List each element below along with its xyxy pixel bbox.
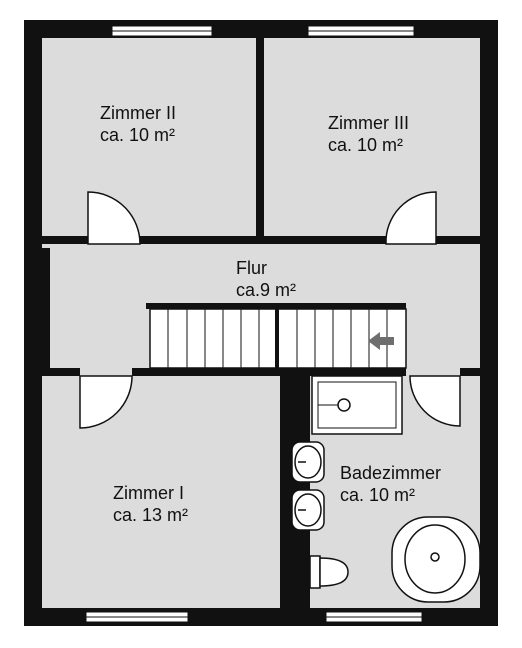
room-name: Zimmer III [328, 113, 409, 133]
room-label-badezimmer: Badezimmer ca. 10 m² [340, 462, 441, 506]
wall-top [24, 20, 498, 38]
room-label-zimmer-2: Zimmer II ca. 10 m² [100, 102, 176, 146]
room-area: ca. 10 m² [100, 125, 176, 145]
room-name: Badezimmer [340, 463, 442, 483]
wall-corridor-bottom-left [42, 368, 80, 376]
wall-corridor-bottom-middle [132, 368, 280, 376]
wall-left-lower [24, 368, 42, 626]
wall-left-middle [24, 248, 50, 368]
wall-corridor-bottom-end [460, 368, 480, 376]
wall-corridor-top-left [42, 236, 88, 244]
shower-icon [311, 375, 403, 435]
wall-right [480, 20, 498, 626]
sink-icon [291, 441, 325, 483]
sink-icon [291, 489, 325, 531]
wall-between-zimmer-2-3 [256, 36, 264, 242]
room-area: ca. 13 m² [113, 505, 189, 525]
stair-divider [275, 309, 279, 368]
room-name: Flur [236, 258, 267, 278]
door-zimmer-3 [385, 191, 437, 245]
wall-stair-top [146, 303, 406, 309]
room-area: ca. 10 m² [328, 135, 404, 155]
door-bath [409, 375, 461, 427]
doors [79, 191, 461, 429]
staircase [149, 308, 407, 369]
room-name: Zimmer I [113, 483, 184, 503]
wall-corridor-top-right [436, 236, 480, 244]
wall-bath-fixture-stub [290, 540, 310, 608]
bath-fixtures [291, 375, 481, 603]
wall-left-upper [24, 20, 42, 248]
room-area: ca. 10 m² [340, 485, 416, 505]
door-zimmer-1 [79, 375, 133, 429]
room-area: ca.9 m² [236, 280, 297, 300]
door-zimmer-2 [87, 191, 141, 245]
arrow-left-icon [368, 332, 394, 350]
windows [85, 25, 423, 623]
room-name: Zimmer II [100, 103, 176, 123]
wall-corridor-top-middle [140, 236, 386, 244]
toilet-icon [309, 555, 349, 589]
wall-corridor-bottom-right [310, 368, 406, 376]
stair-treads [167, 309, 388, 368]
room-label-zimmer-1: Zimmer I ca. 13 m² [113, 482, 188, 526]
room-label-zimmer-3: Zimmer III ca. 10 m² [328, 112, 409, 156]
bathtub-icon [391, 516, 481, 603]
room-label-flur: Flur ca.9 m² [236, 257, 296, 301]
